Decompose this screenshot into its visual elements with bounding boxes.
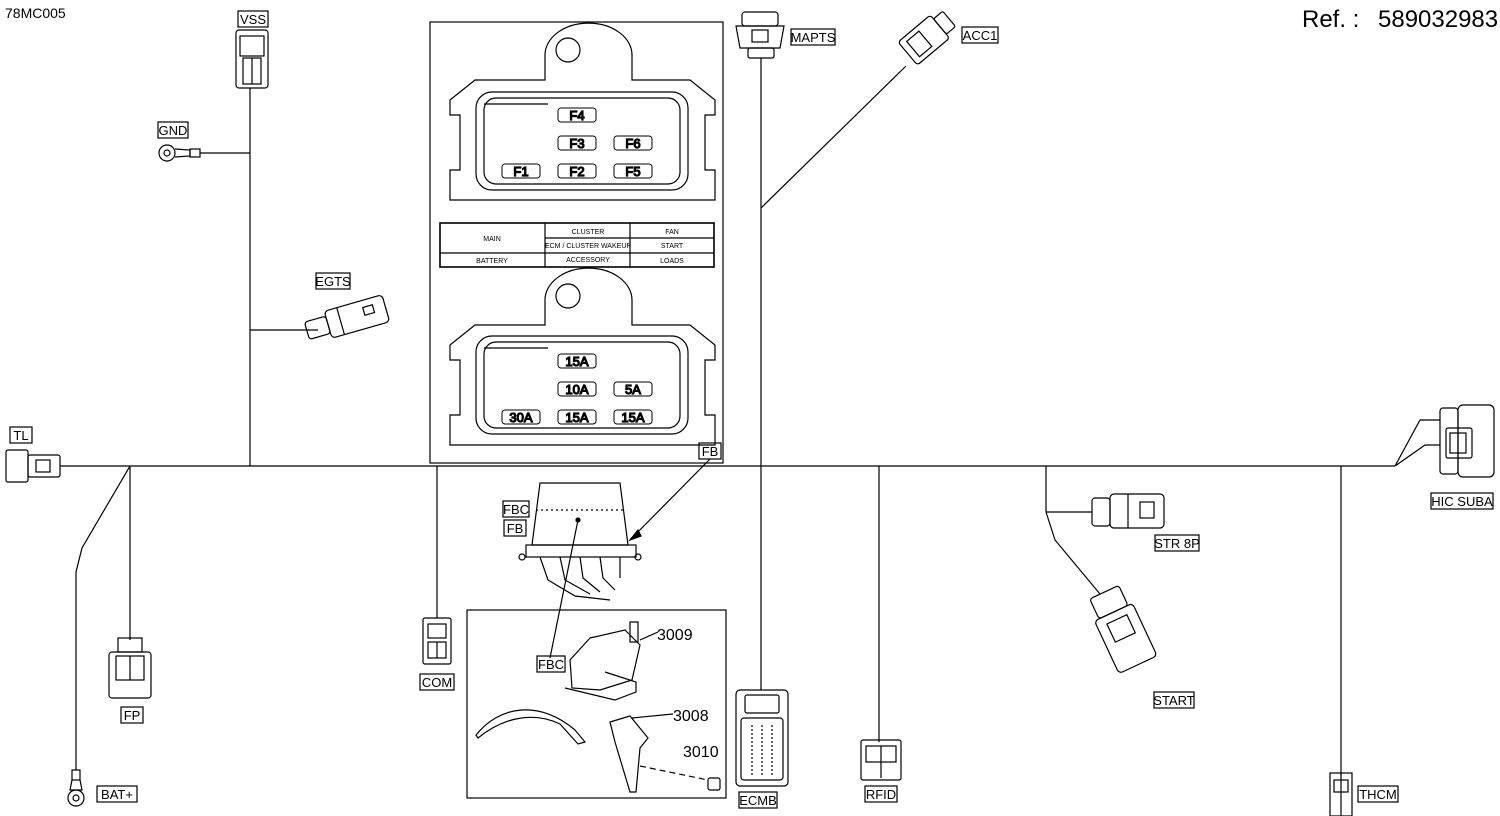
rfid-label-box: [864, 785, 898, 803]
tl-label-box: [9, 426, 33, 444]
ecmb-connector-icon: [735, 689, 789, 787]
legend-ecm-wakeup: ECM / CLUSTER WAKEUP: [545, 243, 631, 250]
egts-connector-icon: [304, 295, 390, 340]
acc1-label-box: [961, 26, 999, 44]
fuse-rating-3-slot: [501, 409, 541, 425]
mapts-sensor-icon: [735, 11, 785, 59]
drawing-code: 78MC005: [5, 5, 66, 21]
fuse-rating-4: 15A: [565, 410, 588, 425]
str-8p-label: STR 8P: [1154, 536, 1200, 551]
legend-start: START: [661, 243, 684, 250]
str-8p-connector-icon: [1091, 493, 1165, 529]
fuse-rating-1-slot: [557, 381, 597, 397]
hic-suba-connector-icon: [1439, 404, 1495, 478]
fb-connector-label-box: [503, 519, 527, 537]
start-connector-icon: [1090, 585, 1157, 673]
fb-connector-label: FB: [507, 521, 524, 536]
rfid-label: RFID: [866, 787, 896, 802]
part-3009-label: 3009: [657, 627, 693, 644]
mapts-label: MAPTS: [791, 30, 836, 45]
egts-label-box: [315, 272, 351, 290]
fuse-id-3: F1: [513, 164, 528, 179]
hic-suba-label-box: [1430, 492, 1494, 510]
fuse-rating-0: 15A: [565, 354, 588, 369]
fuse-rating-4-slot: [557, 409, 597, 425]
fbc-inset-label-box: [536, 655, 566, 673]
legend-cluster: CLUSTER: [572, 229, 605, 236]
egts-label: EGTS: [315, 274, 351, 289]
fuse-rating-3: 30A: [509, 410, 532, 425]
fuse-id-5: F5: [625, 164, 640, 179]
fbc-inset-label: FBC: [538, 657, 564, 672]
fuse-id-0-slot: [557, 107, 597, 123]
fp-connector-icon: [108, 637, 152, 699]
fb-pointer-arrow: [628, 528, 642, 542]
acc1-connector-icon: [898, 11, 956, 65]
main-harness: [60, 58, 1440, 775]
fuse-box-connector-icon: [518, 482, 642, 601]
fuse-id-4: F2: [569, 164, 584, 179]
fp-label: FP: [124, 708, 141, 723]
thcm-label: THCM: [1359, 787, 1397, 802]
com-label-box: [419, 673, 455, 691]
ref-label: Ref. :: [1302, 6, 1360, 33]
fuse-rating-5-slot: [613, 409, 653, 425]
legend-battery: BATTERY: [476, 258, 508, 265]
rfid-connector-icon: [860, 739, 902, 781]
fp-label-box: [120, 706, 144, 724]
gnd-ring-terminal-icon: [158, 144, 201, 162]
detail-inset: [466, 519, 727, 799]
bat-plus-ring-terminal-icon: [67, 769, 85, 807]
com-connector-icon: [422, 617, 452, 665]
bat-plus-label-box: [96, 785, 138, 803]
fuse-rating-2-slot: [613, 381, 653, 397]
start-label-box: [1153, 691, 1195, 709]
com-label: COM: [422, 675, 452, 690]
tl-connector-icon: [5, 449, 61, 483]
ref-number: 589032983: [1378, 6, 1499, 33]
hic-suba-label: HIC SUBA: [1431, 494, 1493, 509]
fuse-rating-5: 15A: [621, 410, 644, 425]
bat-plus-label: BAT+: [101, 787, 133, 802]
legend-fan: FAN: [665, 229, 679, 236]
ecmb-label: ECMB: [739, 793, 777, 808]
fbc-label: FBC: [503, 502, 529, 517]
part-3010-label: 3010: [683, 744, 719, 761]
fuse-id-0: F4: [569, 108, 584, 123]
tl-label: TL: [13, 428, 28, 443]
vss-label-box: [237, 10, 269, 28]
ecmb-label-box: [738, 791, 778, 809]
fuse-id-5-slot: [613, 163, 653, 179]
thcm-label-box: [1357, 785, 1399, 803]
fuse-id-1-slot: [557, 135, 597, 151]
fuse-id-2: F6: [625, 136, 640, 151]
fuse-rating-0-slot: [557, 353, 597, 369]
fuse-id-4-slot: [557, 163, 597, 179]
fuse-rating-1: 10A: [565, 382, 588, 397]
fb-pointer-line: [629, 458, 711, 541]
fbc-label-box: [502, 500, 530, 518]
mapts-label-box: [790, 28, 836, 46]
acc1-label: ACC1: [963, 28, 998, 43]
part-3008-label: 3008: [673, 708, 709, 725]
legend-main: MAIN: [483, 236, 501, 243]
fuse-id-2-slot: [613, 135, 653, 151]
gnd-label: GND: [159, 123, 188, 138]
vss-label: VSS: [240, 12, 266, 27]
thcm-connector-icon: [1329, 772, 1353, 816]
legend-accessory: ACCESSORY: [566, 257, 610, 264]
fuse-rating-2: 5A: [625, 382, 641, 397]
fb-label: FB: [702, 444, 719, 459]
gnd-label-box: [157, 121, 189, 139]
str-8p-label-box: [1154, 534, 1200, 552]
start-label: START: [1153, 693, 1194, 708]
fuse-box-panel: [429, 21, 724, 464]
legend-loads: LOADS: [660, 258, 684, 265]
vss-connector-icon: [235, 29, 269, 89]
fuse-id-1: F3: [569, 136, 584, 151]
fuse-id-3-slot: [501, 163, 541, 179]
